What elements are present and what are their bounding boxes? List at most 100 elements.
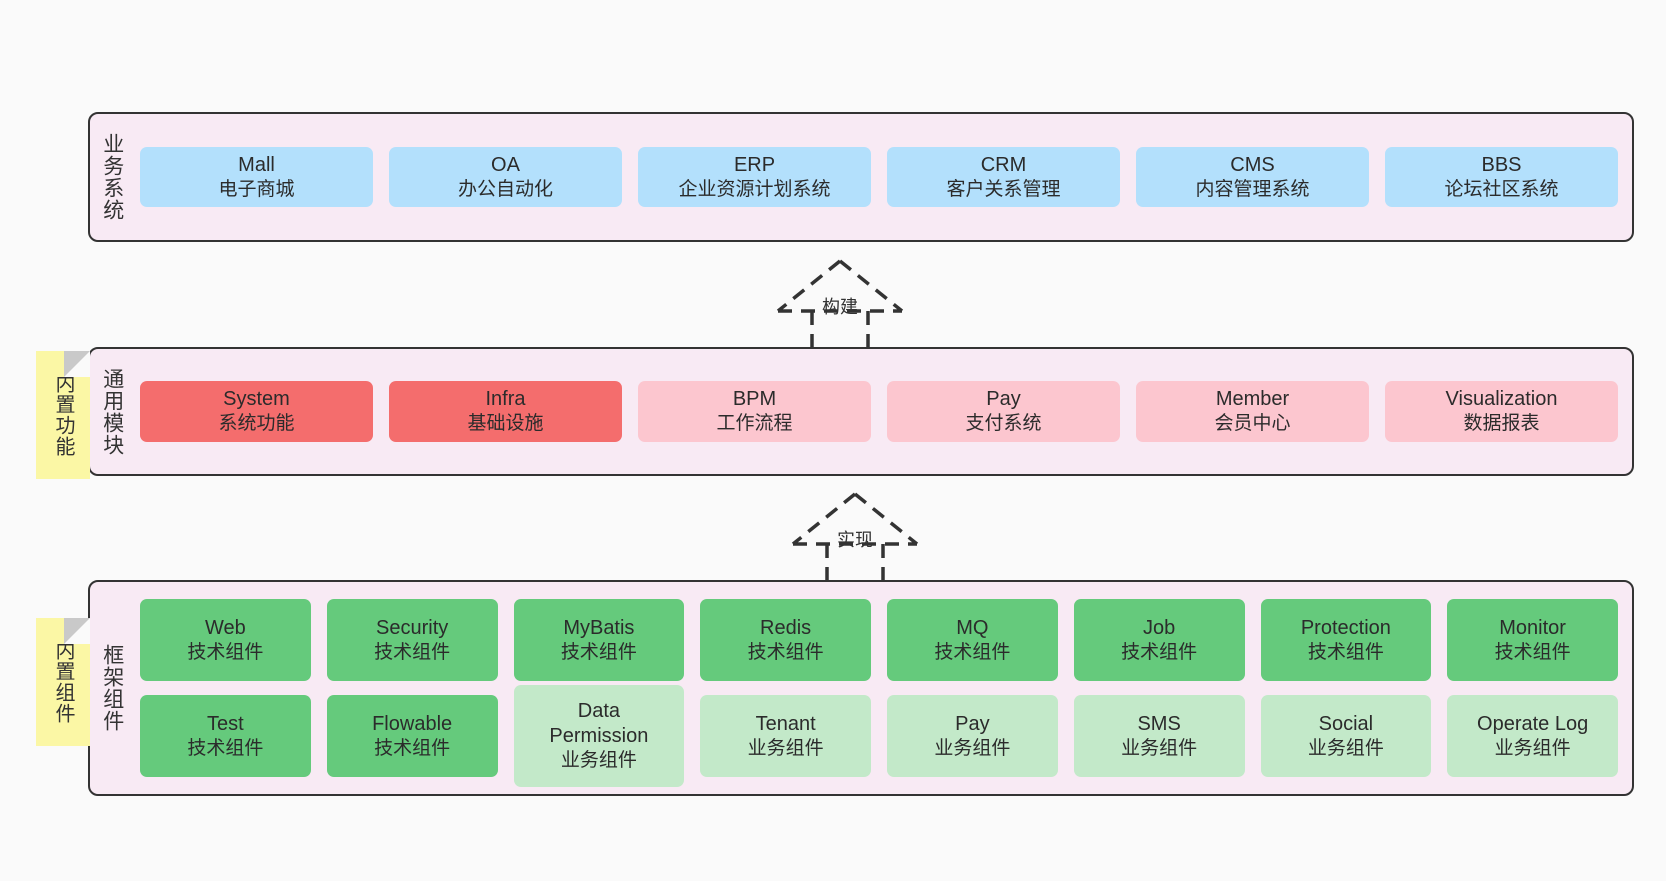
- card-title-en: Social: [1318, 712, 1374, 735]
- card-title-en: ERP: [733, 153, 776, 176]
- card-test[interactable]: Test 技术组件: [140, 695, 311, 777]
- layer-framework-component-title: 框架组件: [100, 644, 124, 732]
- sticky-note-label: 内置功能: [52, 373, 74, 457]
- card-erp[interactable]: ERP 企业资源计划系统: [638, 146, 871, 208]
- card-visualization[interactable]: Visualization 数据报表: [1385, 381, 1618, 442]
- card-title-en: Pay: [955, 712, 990, 735]
- card-row: Web 技术组件 Security 技术组件 MyBatis 技术组件 Redi…: [140, 599, 1618, 681]
- layer-business-system-title: 业务系统: [100, 133, 124, 221]
- card-title-en: CMS: [1230, 153, 1275, 176]
- card-title-en: Job: [1143, 616, 1176, 639]
- card-pay-business[interactable]: Pay 业务组件: [887, 695, 1058, 777]
- card-title-cn: 电子商城: [218, 178, 295, 200]
- layer-framework-component: 框架组件 Web 技术组件 Security 技术组件 MyBatis 技术组件…: [88, 580, 1634, 796]
- card-mq[interactable]: MQ 技术组件: [887, 599, 1058, 681]
- card-title-cn: 论坛社区系统: [1444, 178, 1559, 200]
- card-title-cn: 技术组件: [934, 641, 1011, 663]
- card-title-cn: 技术组件: [374, 641, 451, 663]
- card-row: System 系统功能 Infra 基础设施 BPM 工作流程 Pay 支付系统…: [140, 381, 1618, 442]
- card-title-cn: 业务组件: [934, 737, 1011, 759]
- card-title-cn: 办公自动化: [457, 178, 553, 200]
- card-job[interactable]: Job 技术组件: [1073, 599, 1245, 681]
- card-title-cn: 业务组件: [747, 737, 824, 759]
- card-redis[interactable]: Redis 技术组件: [700, 599, 871, 681]
- card-monitor[interactable]: Monitor 技术组件: [1447, 599, 1618, 681]
- card-infra[interactable]: Infra 基础设施: [389, 381, 622, 442]
- card-title-cn: 企业资源计划系统: [678, 178, 831, 200]
- card-mybatis[interactable]: MyBatis 技术组件: [513, 599, 685, 681]
- connector-build: 构建: [760, 255, 920, 353]
- card-title-cn: 技术组件: [560, 641, 637, 663]
- card-title-cn: 工作流程: [716, 413, 793, 435]
- layer-business-system: 业务系统 Mall 电子商城 OA 办公自动化 ERP 企业资源计划系统 CRM…: [88, 112, 1634, 242]
- card-title-cn: 技术组件: [1494, 641, 1571, 663]
- card-title-en: BBS: [1481, 153, 1522, 176]
- card-title-en: SMS: [1137, 712, 1181, 735]
- card-web[interactable]: Web 技术组件: [140, 599, 311, 681]
- card-mall[interactable]: Mall 电子商城: [140, 146, 373, 208]
- card-title-en: Redis: [760, 616, 812, 639]
- card-crm[interactable]: CRM 客户关系管理: [887, 146, 1120, 208]
- card-title-cn: 技术组件: [1121, 641, 1198, 663]
- layer-common-module: 通用模块 System 系统功能 Infra 基础设施 BPM 工作流程 Pay…: [88, 347, 1634, 476]
- card-title-en: OA: [491, 153, 520, 176]
- card-flowable[interactable]: Flowable 技术组件: [326, 695, 498, 777]
- card-title-cn: 支付系统: [965, 413, 1042, 435]
- layer-common-module-body: System 系统功能 Infra 基础设施 BPM 工作流程 Pay 支付系统…: [134, 349, 1632, 474]
- card-title-en: BPM: [732, 388, 777, 411]
- card-cms[interactable]: CMS 内容管理系统: [1136, 146, 1369, 208]
- sticky-note-label: 内置组件: [52, 640, 74, 724]
- card-title-en: MyBatis: [563, 616, 635, 639]
- card-title-en: CRM: [980, 153, 1027, 176]
- layer-business-system-body: Mall 电子商城 OA 办公自动化 ERP 企业资源计划系统 CRM 客户关系…: [134, 114, 1632, 240]
- card-title-en: Protection: [1300, 616, 1391, 639]
- card-title-en: Infra: [485, 388, 526, 411]
- connector-build-label: 构建: [822, 297, 858, 317]
- connector-implement: 实现: [775, 488, 935, 586]
- card-title-cn: 技术组件: [187, 737, 264, 759]
- card-title-en: MQ: [956, 616, 989, 639]
- card-title-cn: 内容管理系统: [1195, 178, 1310, 200]
- card-title-cn: 客户关系管理: [946, 178, 1061, 200]
- connector-implement-label: 实现: [837, 530, 873, 550]
- card-sms[interactable]: SMS 业务组件: [1073, 695, 1245, 777]
- card-tenant[interactable]: Tenant 业务组件: [700, 695, 871, 777]
- card-title-cn: 业务组件: [1307, 737, 1384, 759]
- card-row: Test 技术组件 Flowable 技术组件 Data Permission …: [140, 685, 1618, 787]
- card-operate-log[interactable]: Operate Log 业务组件: [1447, 695, 1618, 777]
- card-title-cn: 技术组件: [747, 641, 824, 663]
- card-title-en: Flowable: [372, 712, 453, 735]
- card-title-cn: 技术组件: [1307, 641, 1384, 663]
- card-title-en: Mall: [238, 153, 275, 176]
- card-title-cn: 业务组件: [560, 750, 637, 772]
- card-title-en: System: [223, 388, 290, 411]
- card-pay[interactable]: Pay 支付系统: [887, 381, 1120, 442]
- card-title-cn: 系统功能: [218, 413, 295, 435]
- card-bpm[interactable]: BPM 工作流程: [638, 381, 871, 442]
- card-title-cn: 数据报表: [1463, 413, 1540, 435]
- card-title-en: Tenant: [755, 712, 816, 735]
- layer-common-module-title: 通用模块: [100, 367, 124, 456]
- card-title-cn: 业务组件: [1494, 737, 1571, 759]
- card-title-en: Web: [204, 616, 246, 639]
- card-social[interactable]: Social 业务组件: [1260, 695, 1432, 777]
- card-title-en: Member: [1215, 388, 1290, 411]
- layer-framework-component-body: Web 技术组件 Security 技术组件 MyBatis 技术组件 Redi…: [134, 582, 1632, 794]
- card-data-permission[interactable]: Data Permission 业务组件: [513, 685, 685, 787]
- card-title-cn: 技术组件: [374, 737, 451, 759]
- card-title-cn: 基础设施: [467, 413, 544, 435]
- card-security[interactable]: Security 技术组件: [326, 599, 498, 681]
- card-row: Mall 电子商城 OA 办公自动化 ERP 企业资源计划系统 CRM 客户关系…: [140, 146, 1618, 208]
- card-member[interactable]: Member 会员中心: [1136, 381, 1369, 442]
- card-protection[interactable]: Protection 技术组件: [1260, 599, 1432, 681]
- card-system[interactable]: System 系统功能: [140, 381, 373, 442]
- card-bbs[interactable]: BBS 论坛社区系统: [1385, 146, 1618, 208]
- sticky-note-builtin-components: 内置组件: [36, 618, 90, 746]
- card-title-en: Monitor: [1499, 616, 1566, 639]
- card-title-cn: 技术组件: [187, 641, 264, 663]
- card-oa[interactable]: OA 办公自动化: [389, 146, 622, 208]
- card-title-en: Security: [376, 616, 449, 639]
- card-title-cn: 会员中心: [1214, 413, 1291, 435]
- card-title-en: Test: [207, 712, 244, 735]
